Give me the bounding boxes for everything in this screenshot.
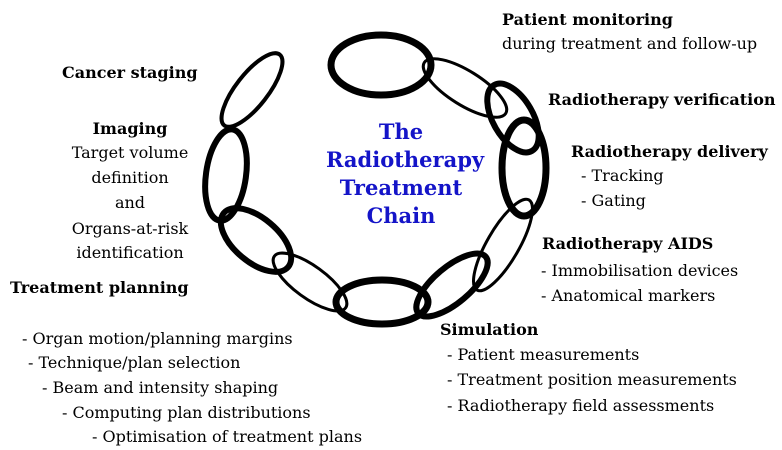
patient-monitoring-title: Patient monitoring bbox=[502, 10, 673, 30]
treatment-planning-item: - Computing plan distributions bbox=[62, 403, 311, 423]
imaging-line: and bbox=[60, 193, 200, 213]
chain-title-line: Treatment bbox=[326, 174, 476, 202]
treatment-planning-item: - Organ motion/planning margins bbox=[22, 329, 293, 349]
imaging-line: definition bbox=[60, 168, 200, 188]
rt-aids-title: Radiotherapy AIDS bbox=[542, 234, 713, 254]
rt-delivery-item: - Tracking bbox=[581, 166, 664, 186]
simulation-item: - Patient measurements bbox=[447, 345, 639, 365]
simulation-title: Simulation bbox=[440, 320, 538, 340]
rt-delivery-title: Radiotherapy delivery bbox=[571, 142, 768, 162]
rt-verification-title: Radiotherapy verification bbox=[548, 90, 776, 110]
simulation-item: - Treatment position measurements bbox=[447, 370, 737, 390]
chain-link-upper-left bbox=[212, 45, 293, 136]
treatment-planning-title: Treatment planning bbox=[10, 278, 189, 298]
cancer-staging-title: Cancer staging bbox=[62, 63, 198, 83]
chain-title-line: Radiotherapy bbox=[326, 146, 476, 174]
treatment-planning-item: - Technique/plan selection bbox=[28, 353, 240, 373]
rt-aids-item: - Anatomical markers bbox=[541, 286, 715, 306]
chain-title: The Radiotherapy Treatment Chain bbox=[326, 118, 476, 230]
chain-title-line: Chain bbox=[326, 202, 476, 230]
patient-monitoring-subtitle: during treatment and follow-up bbox=[502, 34, 757, 54]
chain-title-line: The bbox=[326, 118, 476, 146]
simulation-item: - Radiotherapy field assessments bbox=[447, 396, 714, 416]
chain-link-top-right bbox=[415, 48, 514, 128]
chain-link-right-upper bbox=[477, 75, 550, 161]
imaging-title: Imaging bbox=[60, 119, 200, 139]
imaging-line: identification bbox=[60, 243, 200, 263]
rt-aids-item: - Immobilisation devices bbox=[541, 261, 738, 281]
rt-delivery-item: - Gating bbox=[581, 191, 646, 211]
chain-link-lower-left bbox=[265, 243, 355, 321]
imaging-line: Organs-at-risk bbox=[60, 219, 200, 239]
chain-link-left-lower bbox=[210, 196, 303, 284]
chain-link-top bbox=[331, 35, 431, 95]
chain-link-right bbox=[502, 120, 546, 216]
imaging-line: Target volume bbox=[60, 143, 200, 163]
treatment-planning-item: - Optimisation of treatment plans bbox=[92, 427, 362, 447]
treatment-planning-item: - Beam and intensity shaping bbox=[42, 378, 278, 398]
